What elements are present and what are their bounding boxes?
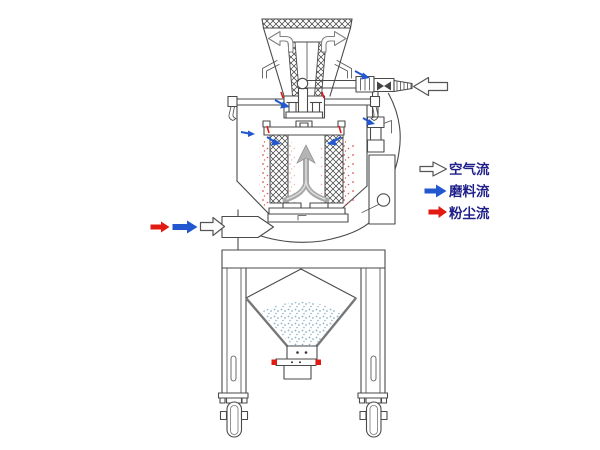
leg-slot-right bbox=[370, 355, 377, 382]
cartridge-hook-right bbox=[337, 120, 346, 128]
caster-right bbox=[357, 392, 389, 438]
dust-speckles-right-outer bbox=[343, 140, 354, 208]
axle-nut bbox=[219, 410, 228, 421]
valve-stem bbox=[369, 126, 382, 141]
inlet-pipe bbox=[221, 215, 275, 239]
inlet-dust-arrow-icon bbox=[150, 221, 170, 233]
lid-clamp-right bbox=[370, 106, 379, 121]
cartridge-support-band bbox=[267, 213, 349, 223]
gun-base-plate bbox=[285, 111, 324, 119]
legend-dust-arrow-icon bbox=[428, 206, 447, 218]
stand-frame bbox=[221, 249, 386, 394]
legend-abrasive-arrow-icon bbox=[424, 184, 447, 198]
leg-slot-left bbox=[230, 355, 237, 382]
filter-cartridge bbox=[259, 120, 354, 223]
sight-port-circle bbox=[376, 193, 391, 207]
side-panel-box bbox=[368, 154, 396, 225]
cartridge-bottom-plate bbox=[268, 207, 346, 215]
hood-bracket-right bbox=[334, 59, 352, 79]
flange-seal-left bbox=[271, 359, 277, 365]
abrasive-inlet bbox=[150, 215, 275, 239]
caster-left bbox=[217, 392, 249, 438]
exhaust-air-arrow-right-icon bbox=[320, 30, 347, 53]
hood-bracket-left bbox=[262, 59, 280, 79]
exhaust-air-arrow-left-icon bbox=[267, 30, 294, 53]
cartridge-lid bbox=[263, 126, 345, 136]
legend-air-arrow-icon bbox=[419, 161, 448, 177]
air-supply-pipe bbox=[306, 75, 449, 97]
hopper-media-fill bbox=[261, 301, 341, 346]
lid-tab-notch bbox=[299, 122, 309, 128]
legend: 空气流 磨料流 粉尘流 bbox=[419, 161, 490, 222]
inlet-abrasive-arrow-icon bbox=[172, 220, 198, 234]
compressed-air-inlet-arrow-icon bbox=[412, 76, 449, 97]
legend-air-label: 空气流 bbox=[449, 161, 490, 178]
internal-airflow-arrow bbox=[282, 144, 330, 203]
axle-nut bbox=[380, 410, 388, 421]
right-side-assembly bbox=[361, 91, 401, 225]
lid-clamp-left bbox=[228, 106, 237, 121]
outlet-flange bbox=[275, 358, 317, 367]
axle-nut bbox=[240, 410, 249, 421]
valve-symbol-icon bbox=[377, 81, 384, 91]
cartridge-hook-left bbox=[262, 120, 271, 128]
gun-bolt-right bbox=[311, 101, 321, 113]
legend-item-abrasive: 磨料流 bbox=[424, 183, 490, 200]
airflow-arrowhead bbox=[296, 144, 316, 164]
flange-seal-right bbox=[315, 359, 321, 365]
caster-plate bbox=[217, 392, 249, 399]
legend-abrasive-label: 磨料流 bbox=[449, 183, 490, 200]
flow-marks bbox=[240, 70, 375, 146]
hose-barb bbox=[393, 79, 413, 93]
lid-end-cap-left bbox=[227, 95, 238, 108]
cartridge-foot-left bbox=[282, 202, 302, 209]
filter-wall-right bbox=[324, 134, 344, 204]
dust-speckles-left-outer bbox=[259, 140, 270, 208]
legend-dust-label: 粉尘流 bbox=[449, 205, 490, 222]
collection-hopper bbox=[245, 268, 357, 380]
cartridge-foot-right bbox=[309, 202, 329, 209]
lid-end-cap-right bbox=[369, 95, 381, 108]
gun-column bbox=[297, 87, 309, 114]
gun-bolt-left bbox=[288, 101, 297, 113]
legend-item-air: 空气流 bbox=[419, 161, 490, 178]
valve-symbol-icon bbox=[384, 81, 391, 91]
swivel-elbow bbox=[296, 77, 309, 90]
valve-handle bbox=[384, 120, 392, 134]
frame-top-rail bbox=[221, 249, 386, 269]
dust-speckles-right-inner bbox=[319, 142, 325, 204]
frame-leg-right bbox=[360, 267, 386, 394]
frame-leg-left bbox=[221, 267, 247, 394]
hood-top-hatch-band bbox=[261, 18, 353, 29]
legend-item-dust: 粉尘流 bbox=[428, 205, 490, 222]
valve-body-lower bbox=[366, 139, 385, 153]
inlet-air-arrow-icon bbox=[199, 216, 226, 237]
cartridge-lid-tab bbox=[295, 120, 313, 128]
axle-nut bbox=[359, 410, 367, 421]
caster-wheel bbox=[365, 401, 382, 438]
exhaust-hood bbox=[261, 18, 353, 97]
hopper-outlet-box bbox=[286, 345, 318, 360]
caster-plate bbox=[357, 392, 389, 399]
caster-wheel bbox=[226, 401, 243, 438]
outlet-spout bbox=[283, 364, 312, 380]
dust-speckles-left-inner bbox=[289, 142, 295, 204]
